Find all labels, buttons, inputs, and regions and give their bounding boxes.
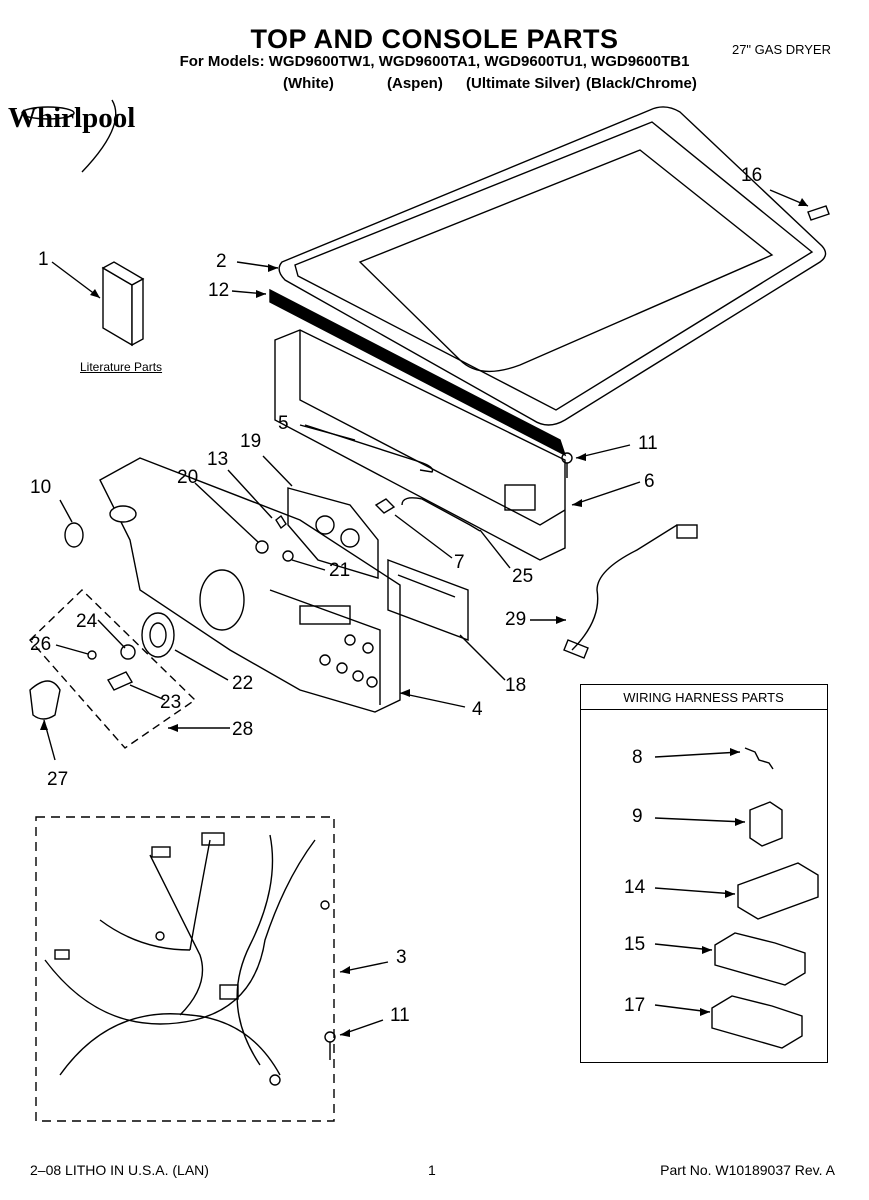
connector-9-icon: [749, 801, 783, 847]
control-board-18-icon: [387, 558, 469, 642]
callout-11-top: 11: [638, 433, 658, 454]
callout-4: 4: [472, 699, 483, 720]
callout-11-bottom: 11: [390, 1005, 410, 1026]
part-21-icon: [282, 550, 294, 562]
callout-14: 14: [624, 877, 646, 898]
console-panel-icon: [99, 457, 401, 713]
footer-page-number: 1: [428, 1162, 436, 1178]
callout-6: 6: [644, 471, 655, 492]
harness-box-outline-icon: [35, 816, 335, 1122]
color-white: (White): [283, 75, 334, 92]
screw-11-icon: [561, 452, 573, 464]
wire-25-icon: [401, 497, 481, 532]
callout-19: 19: [240, 431, 262, 452]
part-20-icon: [255, 540, 269, 554]
footer-part-number: Part No. W10189037 Rev. A: [660, 1162, 835, 1178]
page-title: TOP AND CONSOLE PARTS: [250, 24, 619, 54]
selector-housing-icon: [199, 569, 245, 631]
callout-27: 27: [47, 769, 69, 790]
dryer-top-icon: [278, 106, 827, 426]
ring-10-icon: [64, 522, 84, 548]
callout-28: 28: [232, 719, 254, 740]
ring-24-icon: [120, 644, 136, 660]
callout-24: 24: [76, 611, 98, 632]
wire-5-icon: [304, 424, 434, 473]
callout-2: 2: [216, 251, 227, 272]
connector-15-icon: [714, 932, 806, 986]
callout-3: 3: [396, 947, 407, 968]
callout-12: 12: [208, 280, 230, 301]
connector-17-icon: [711, 995, 803, 1049]
color-aspen: (Aspen): [387, 75, 443, 92]
color-black-chrome: (Black/Chrome): [586, 75, 697, 92]
wiring-harness-title: WIRING HARNESS PARTS: [580, 686, 827, 710]
part-7-icon: [374, 498, 396, 514]
wiring-harness-box: [580, 684, 828, 1063]
callout-22: 22: [232, 673, 254, 694]
part-23-icon: [106, 671, 134, 691]
literature-parts-label: Literature Parts: [80, 360, 163, 374]
callout-23: 23: [160, 692, 182, 713]
terminal-8-icon: [744, 747, 774, 770]
callout-18: 18: [505, 675, 527, 696]
callout-5: 5: [278, 413, 289, 434]
knob-group-outline-icon: [29, 589, 197, 749]
clip-26-icon: [87, 650, 97, 660]
whirlpool-logo: Whirlpool: [8, 102, 136, 134]
footer-litho: 2–08 LITHO IN U.S.A. (LAN): [30, 1162, 209, 1178]
product-type: 27" GAS DRYER: [731, 42, 831, 57]
logo-swoosh-icon: [21, 106, 75, 120]
callout-20: 20: [177, 467, 199, 488]
callout-16: 16: [741, 165, 763, 186]
callout-1: 1: [38, 249, 49, 270]
callout-7: 7: [454, 552, 465, 573]
callout-10: 10: [30, 477, 52, 498]
harness-29-icon: [571, 524, 678, 651]
callout-15: 15: [624, 934, 646, 955]
callout-29: 29: [505, 609, 527, 630]
callout-25: 25: [512, 566, 534, 587]
callout-26: 26: [30, 634, 52, 655]
knob-ring-22-icon: [141, 612, 175, 658]
screw-16-icon: [807, 205, 830, 221]
knob-27-icon: [29, 680, 61, 720]
trim-strip-icon: [269, 288, 567, 457]
connector-14-icon: [737, 862, 819, 920]
part-13-icon: [275, 514, 287, 530]
callout-13: 13: [207, 449, 229, 470]
control-board-19-icon: [287, 487, 379, 579]
models-line: For Models: WGD9600TW1, WGD9600TA1, WGD9…: [179, 53, 690, 70]
callout-21: 21: [329, 560, 351, 581]
callout-8: 8: [632, 747, 643, 768]
callout-17: 17: [624, 995, 646, 1016]
color-ultimate-silver: (Ultimate Silver): [466, 75, 581, 92]
callout-9: 9: [632, 806, 643, 827]
logo-tail-icon: [81, 99, 117, 173]
main-harness-icon: [44, 839, 316, 1025]
